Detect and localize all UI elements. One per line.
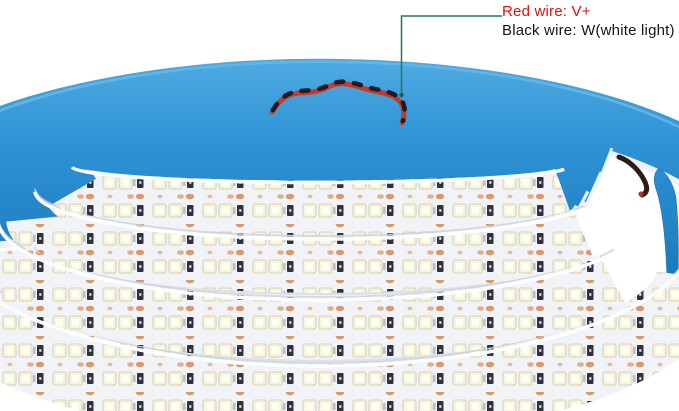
strip-end-tail — [653, 167, 679, 281]
coil-back-band-2 — [0, 96, 614, 204]
red-black-wire — [269, 79, 408, 126]
coil-back-band-highlight — [0, 60, 679, 129]
output-black-wire — [616, 154, 650, 198]
coil-front-bands — [0, 165, 679, 411]
black-wire — [616, 154, 650, 198]
coil-front-band-outer — [0, 267, 679, 411]
coil-front-band-inner — [48, 165, 574, 236]
annotation-line-end-dot — [399, 92, 404, 98]
black-wire-twist — [270, 79, 408, 124]
wire-red-tip — [638, 191, 644, 197]
annotation-pointer — [399, 15, 502, 98]
annotation-line — [400, 15, 502, 95]
coil-back-band-outer — [0, 58, 679, 180]
